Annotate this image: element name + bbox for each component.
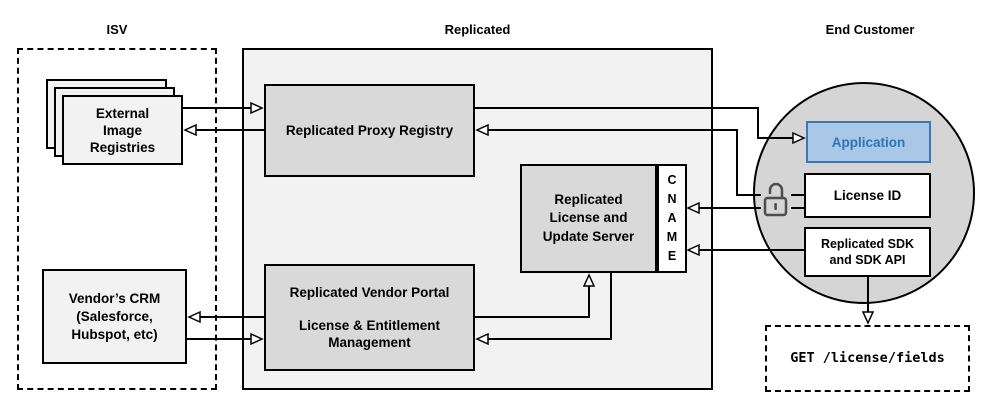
crm-label-line2: (Salesforce, — [76, 308, 153, 324]
sdk-label-line2: and SDK API — [829, 253, 906, 267]
cname-letter-e: E — [667, 249, 677, 263]
cname-letter-n: N — [667, 192, 677, 206]
replicated-sdk-node: Replicated SDK and SDK API — [804, 227, 931, 277]
external-image-registries-node: External Image Registries — [62, 95, 183, 165]
replicated-proxy-registry-node: Replicated Proxy Registry — [264, 84, 475, 177]
proxy-registry-label: Replicated Proxy Registry — [285, 123, 454, 138]
section-title-replicated: Replicated — [444, 22, 511, 37]
license-id-label: License ID — [833, 188, 902, 203]
server-label-line2: License and — [549, 210, 628, 226]
vendors-crm-node: Vendor’s CRM (Salesforce, Hubspot, etc) — [42, 269, 187, 364]
vendor-portal-subtitle-line1: License & Entitlement — [298, 318, 441, 333]
section-title-isv: ISV — [106, 22, 128, 37]
crm-label-line1: Vendor’s CRM — [68, 290, 161, 306]
vendor-portal-title: Replicated Vendor Portal — [289, 285, 450, 300]
crm-label-line3: Hubspot, etc) — [71, 326, 158, 342]
sdk-label-line1: Replicated SDK — [820, 237, 915, 251]
cname-letter-a: A — [667, 211, 677, 225]
cname-letter-m: M — [666, 230, 678, 244]
cname-letter-c: C — [667, 173, 677, 187]
replicated-license-update-server-node: Replicated License and Update Server — [520, 164, 657, 273]
unlock-icon — [761, 182, 791, 218]
get-endpoint-label: GET /license/fields — [790, 350, 945, 366]
vendor-portal-subtitle-line2: Management — [328, 335, 411, 350]
replicated-vendor-portal-node: Replicated Vendor Portal License & Entit… — [264, 264, 475, 371]
application-label: Application — [831, 134, 906, 150]
server-label-line3: Update Server — [542, 228, 635, 244]
registries-label-line2: Image — [102, 122, 143, 138]
cname-node: C N A M E — [657, 164, 687, 273]
registries-label-line1: External — [95, 105, 150, 121]
application-node: Application — [806, 121, 931, 163]
license-id-node: License ID — [804, 173, 931, 218]
server-label-line1: Replicated — [554, 191, 623, 207]
registries-label-line3: Registries — [89, 139, 156, 155]
get-license-fields-node: GET /license/fields — [765, 325, 970, 392]
section-title-end-customer: End Customer — [825, 22, 915, 37]
